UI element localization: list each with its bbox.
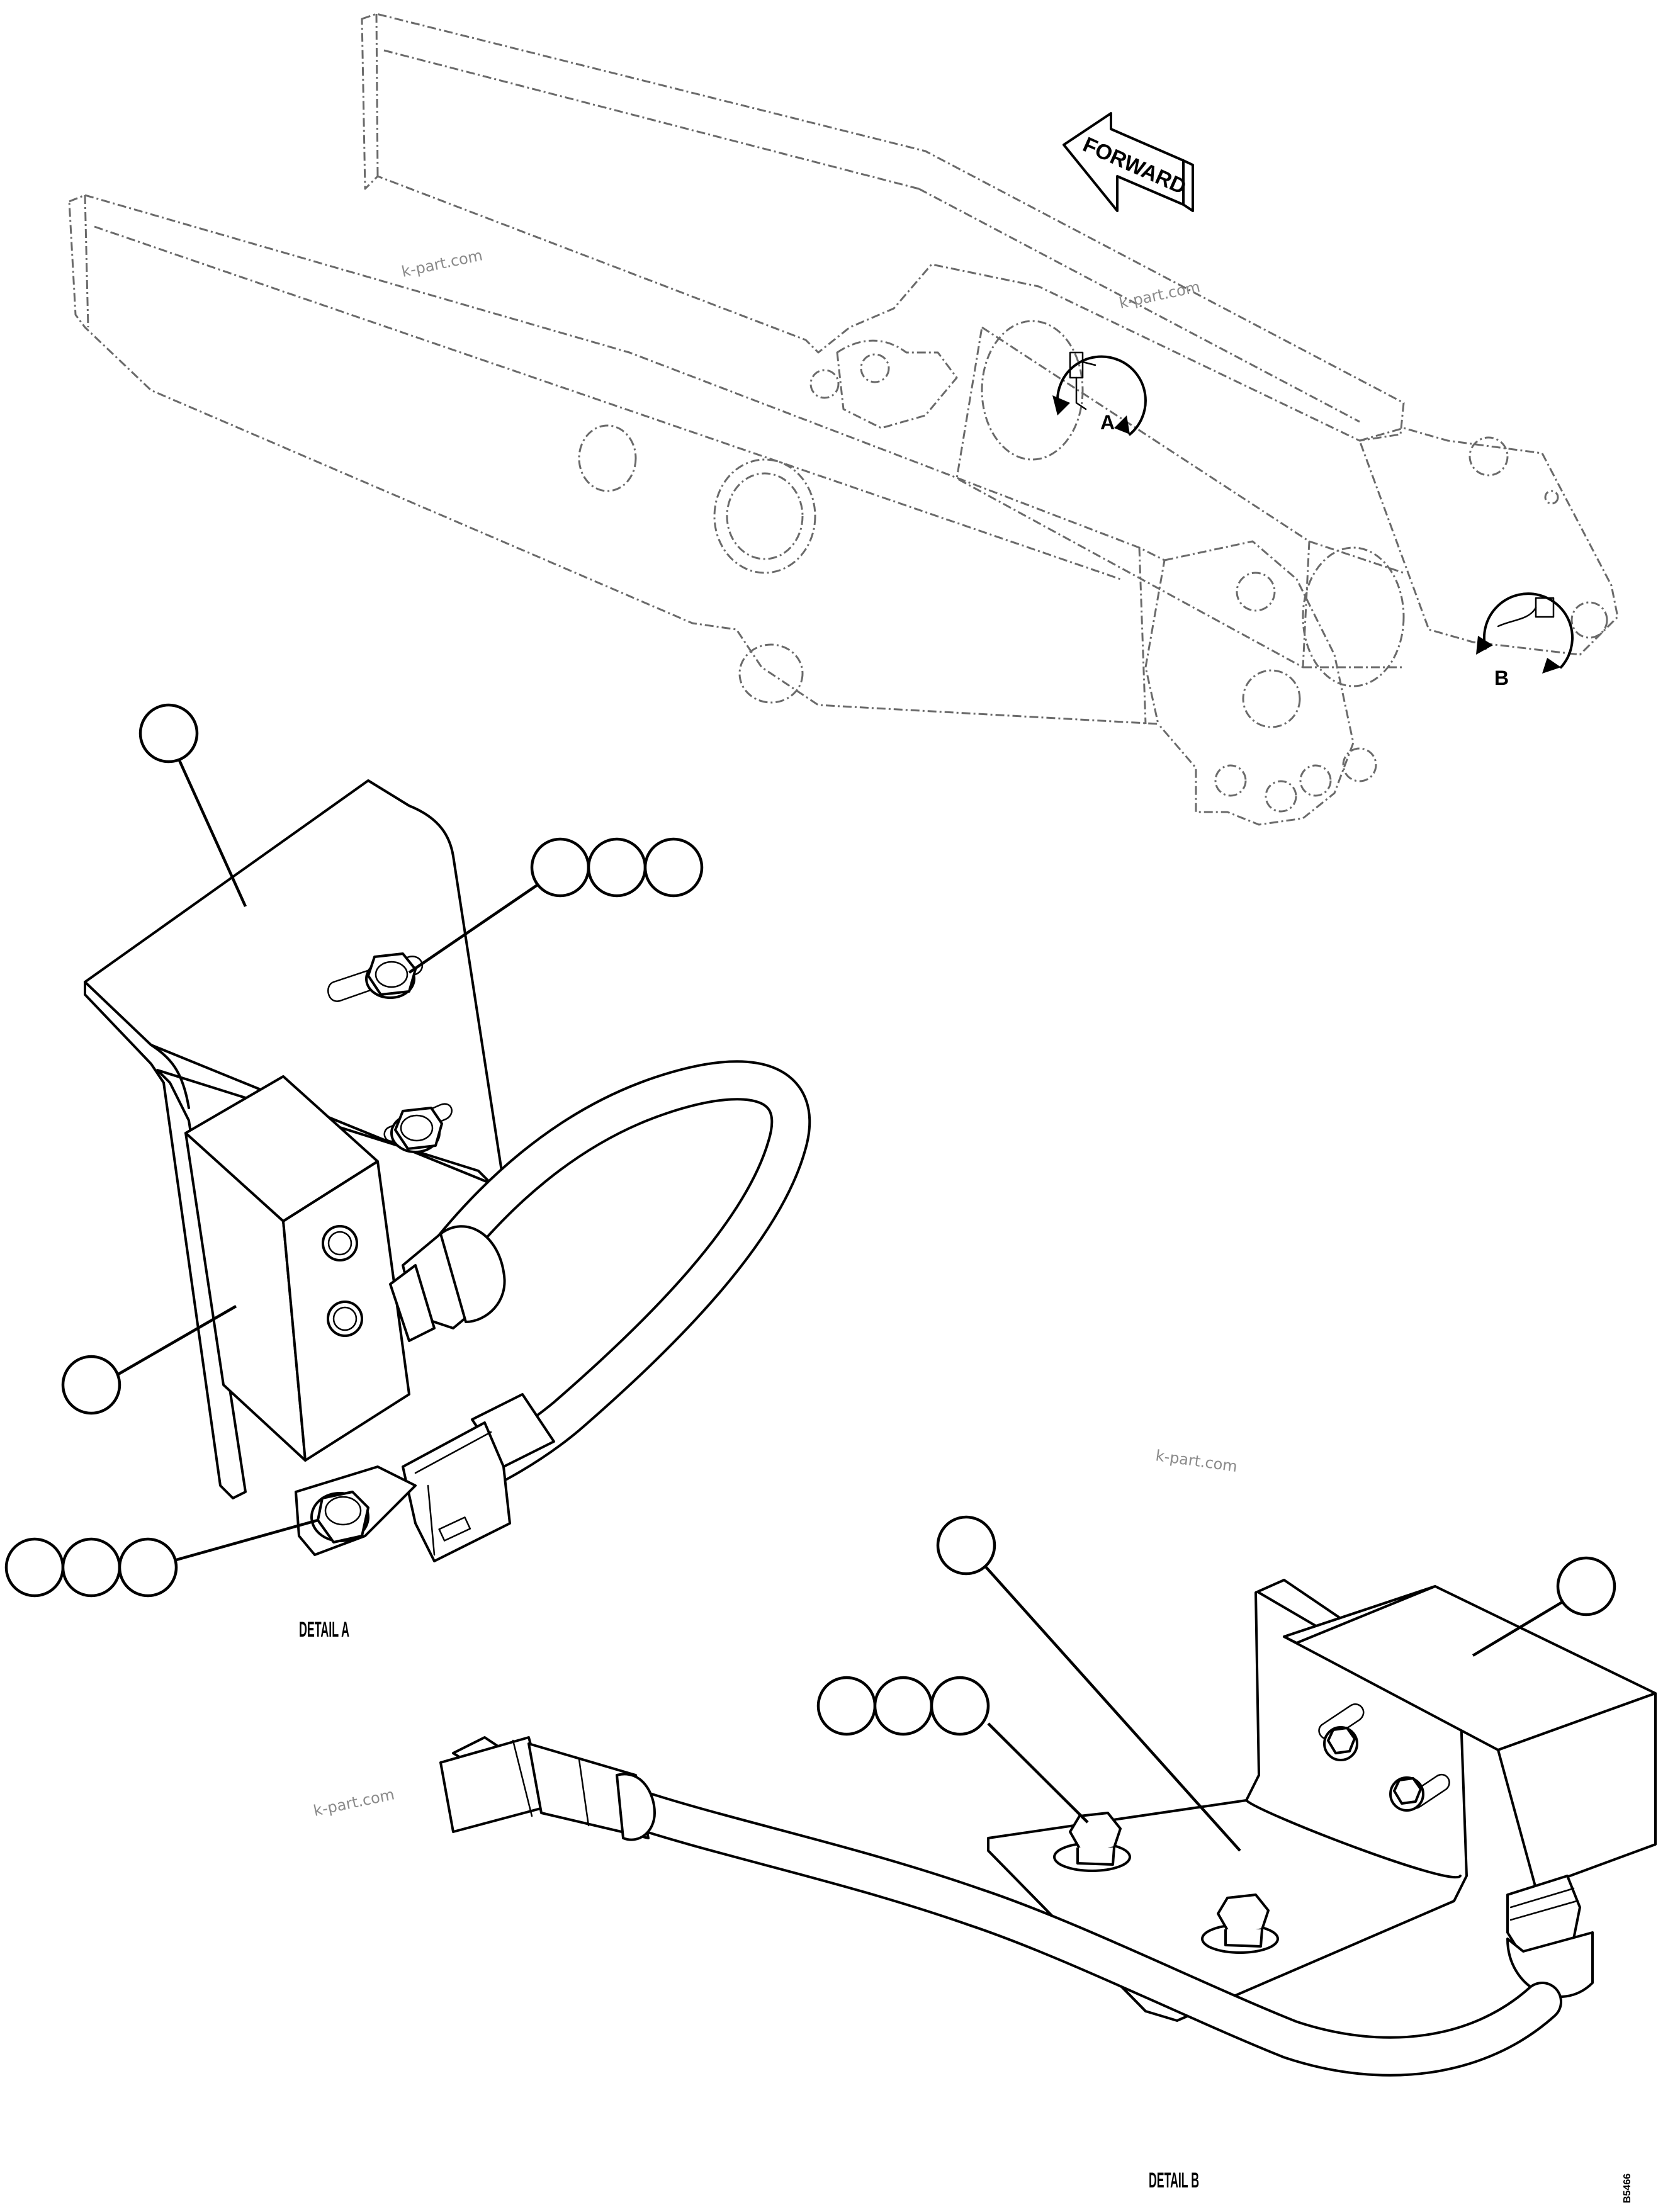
forward-arrow-icon: FORWARD: [1063, 112, 1194, 212]
callout-bubble: [118, 1537, 178, 1598]
bracket-bolt-icon: [1323, 1726, 1358, 1761]
detail-a-assembly: [84, 779, 811, 1562]
detail-a-title: DETAIL A: [299, 1618, 349, 1642]
bracket-bolt-icon: [1389, 1776, 1424, 1812]
watermark: k-part.com: [1154, 1447, 1238, 1476]
detail-a-marker: A: [1100, 411, 1115, 434]
callout-bubble: [873, 1676, 933, 1736]
detail-a-callouts: [4, 703, 704, 1598]
loader-arms: [68, 13, 1619, 826]
callout-bubble: [4, 1537, 65, 1598]
callout-bubble: [530, 837, 590, 898]
middle-bolt-icon: [390, 1107, 443, 1153]
detail-a-locator: A: [1052, 351, 1147, 436]
detail-b-marker: B: [1494, 667, 1509, 689]
callout-bubble: [61, 1537, 121, 1598]
detail-b-callouts: [816, 1515, 1616, 1852]
callout-bubble: [936, 1515, 996, 1576]
callout-bubble: [816, 1676, 877, 1736]
detail-b-locator: B: [1476, 592, 1574, 689]
callout-bubble: [930, 1676, 990, 1736]
callout-bubble: [1556, 1556, 1616, 1617]
watermark: k-part.com: [400, 246, 484, 281]
forward-label: FORWARD: [1080, 133, 1190, 200]
callout-bubble: [138, 703, 199, 764]
callout-bubble: [61, 1355, 121, 1415]
watermark: k-part.com: [312, 1785, 396, 1820]
detail-b-title: DETAIL B: [1149, 2169, 1199, 2192]
detail-b-assembly: [439, 1579, 1657, 2077]
upper-bolt-icon: [365, 952, 417, 999]
lower-bolt-icon: [310, 1491, 369, 1543]
figure-code: B5466: [1622, 2174, 1633, 2203]
callout-bubble: [587, 837, 647, 898]
watermark: k-part.com: [1117, 278, 1202, 312]
base-bolt-icon: [1201, 1893, 1279, 1954]
callout-bubble: [643, 837, 704, 898]
